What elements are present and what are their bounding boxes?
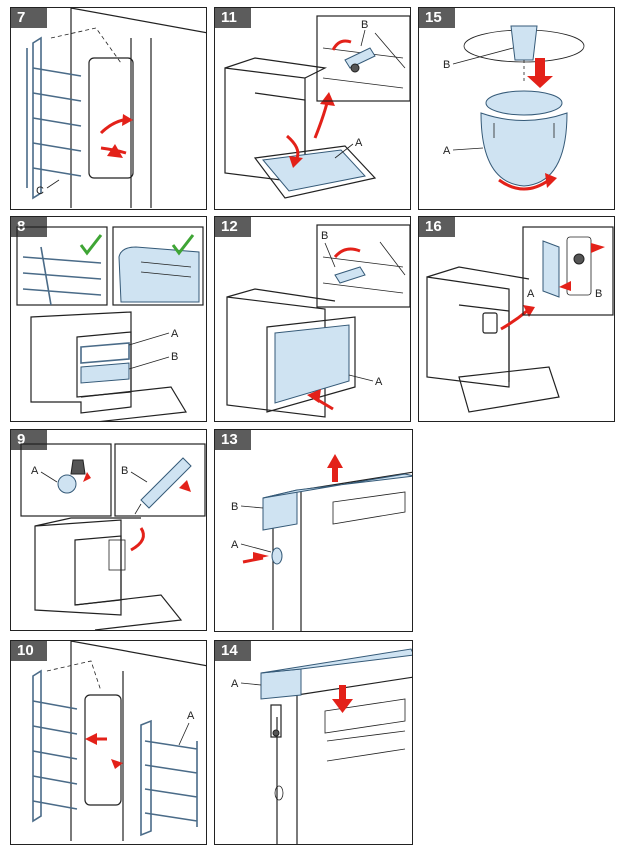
step-number: 7 <box>11 8 47 28</box>
label-B: B <box>171 351 178 363</box>
step-number: 13 <box>215 430 251 450</box>
step-number: 14 <box>215 641 251 661</box>
label-B: B <box>121 465 128 477</box>
step-number: 12 <box>215 217 251 237</box>
step-number: 10 <box>11 641 47 661</box>
label-B: B <box>231 501 238 513</box>
label-A: A <box>231 678 239 690</box>
label-A: A <box>355 137 363 149</box>
label-A: A <box>31 465 39 477</box>
label-A: A <box>187 710 195 722</box>
illustration-door-glass-lift: B A <box>224 15 410 199</box>
panel-step-9: 9 A B <box>10 429 207 631</box>
step-number: 16 <box>419 217 455 237</box>
panel-step-10: 10 A <box>10 640 207 845</box>
panel-step-12: 12 B A <box>214 216 411 422</box>
illustration-door-glass-insert: B A <box>226 224 410 418</box>
label-A: A <box>231 539 239 551</box>
label-B: B <box>443 59 450 71</box>
label-C: C <box>36 185 44 197</box>
illustration-door-trim-refit: A <box>231 648 412 844</box>
illustration-door-trim-removal: B A <box>231 454 412 631</box>
panel-step-7: 7 C <box>10 7 207 210</box>
illustration-lamp-cover: B A <box>443 25 585 191</box>
panel-step-8: 8 A B <box>10 216 207 422</box>
illustration-side-rack-removal: C <box>26 8 206 208</box>
label-A: A <box>527 288 535 300</box>
label-A: A <box>171 328 179 340</box>
panel-step-16: 16 A B <box>418 216 615 422</box>
panel-step-14: 14 A <box>214 640 413 845</box>
illustration-rack-and-tray-placement: A B <box>16 226 204 421</box>
label-B: B <box>321 230 328 242</box>
step-number: 9 <box>11 430 47 450</box>
label-B: B <box>361 19 368 31</box>
label-B: B <box>595 288 602 300</box>
label-A: A <box>375 376 383 388</box>
label-A: A <box>443 145 451 157</box>
step-number: 15 <box>419 8 455 28</box>
step-number: 11 <box>215 8 251 28</box>
illustration-lamp-replacement: A B <box>426 226 614 413</box>
panel-step-15: 15 B A <box>418 7 615 210</box>
panel-step-11: 11 B A <box>214 7 411 210</box>
illustration-side-rack-detach: A <box>32 641 206 841</box>
panel-step-13: 13 B A <box>214 429 413 632</box>
illustration-fan-cover: A B <box>20 443 206 630</box>
